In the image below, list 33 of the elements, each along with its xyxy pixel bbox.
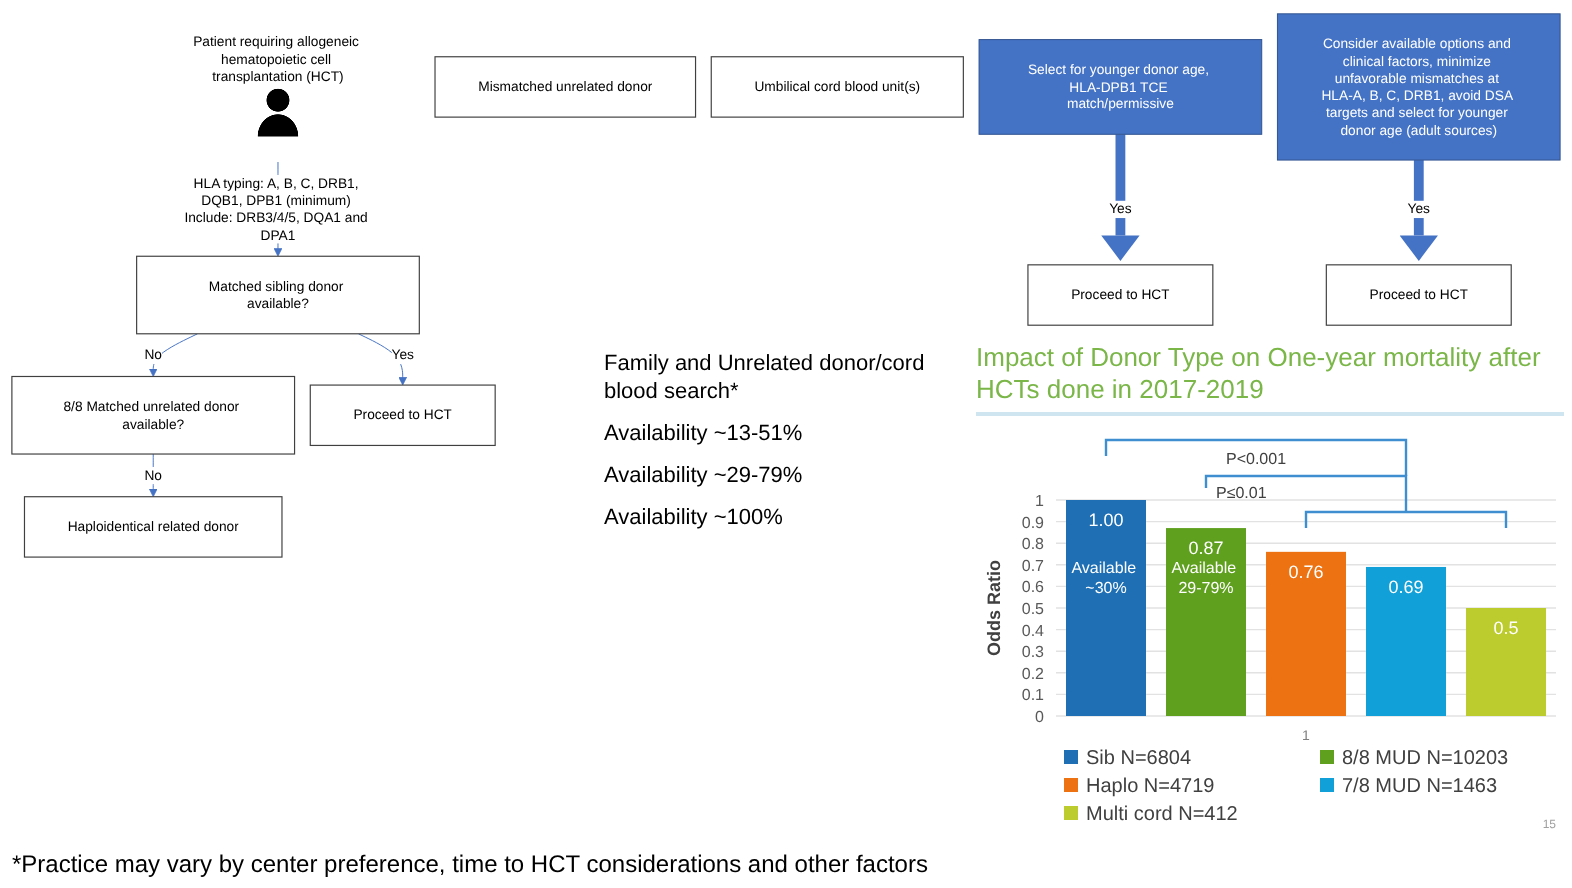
- axis-tick-label: 0.7: [1021, 556, 1044, 574]
- legend-label: Multi cord N=412: [1086, 803, 1238, 826]
- axis-tick-label: 0.8: [1021, 534, 1044, 553]
- axis-title: Odds Ratio: [984, 559, 1004, 656]
- axis-tick-label: 0.3: [1021, 642, 1044, 661]
- note-text: Availability ~29-79%: [604, 461, 805, 490]
- legend-label: 8/8 MUD N=10203: [1342, 747, 1509, 770]
- axis-tick-label: 1: [1035, 491, 1044, 510]
- data-label: 0.69: [1388, 576, 1424, 597]
- axis-tick-label: 0.2: [1021, 664, 1044, 682]
- p-value-label: P≤0.01: [1216, 483, 1267, 502]
- p-value-label: P<0.001: [1225, 449, 1287, 468]
- data-label: 0.76: [1288, 561, 1324, 582]
- legend-label: Haplo N=4719: [1086, 775, 1215, 798]
- data-label: 1.00: [1088, 509, 1124, 530]
- note-text: Family and Unrelated donor/cord blood search*: [604, 349, 927, 406]
- axis-tick-label: 0: [1035, 707, 1044, 726]
- axis-tick-label: 0.4: [1021, 620, 1044, 639]
- bar-annotation: Available 29-79%: [1171, 558, 1237, 596]
- axis-tick-label: 0.9: [1021, 512, 1044, 531]
- data-label: 0.87: [1188, 537, 1224, 558]
- note-text: Availability ~13-51%: [604, 419, 805, 448]
- bar-annotation: Available ~30%: [1071, 558, 1137, 596]
- legend-label: Sib N=6804: [1086, 747, 1192, 770]
- axis-tick-label: 0.1: [1021, 685, 1044, 704]
- chart-title: Impact of Donor Type on One-year mortality after HCTs done in 2017-2019: [976, 341, 1564, 416]
- axis-tick-label: 0.5: [1021, 599, 1044, 618]
- legend-label: 7/8 MUD N=1463: [1342, 775, 1498, 798]
- note-text: Availability ~100%: [604, 503, 785, 532]
- axis-tick-label: 0.6: [1021, 577, 1044, 596]
- footnote: *Practice may vary by center preference, time to HCT considerations and other factors: [12, 850, 928, 878]
- data-label: 0.5: [1493, 617, 1519, 638]
- block-arrow: [1107, 132, 1134, 261]
